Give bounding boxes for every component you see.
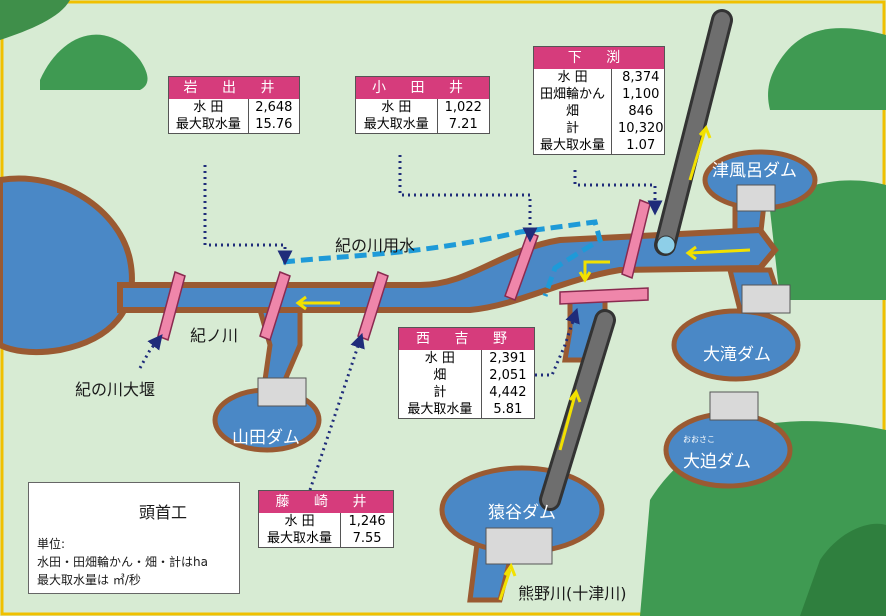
row-value: 15.76 (255, 117, 293, 132)
box-table: 水 田 2,391 畑 2,051 計 4,442 最大取水量 5.81 (399, 350, 534, 418)
info-box-iwadei: 岩 出 井 水 田 2,648 最大取水量 15.76 (168, 76, 300, 134)
row-key: 計 (399, 384, 482, 401)
row-key: 畑 (534, 103, 613, 120)
row-key: 最大取水量 (169, 116, 249, 133)
row-key: 田畑輪かん (534, 86, 613, 103)
dam-label-otaki: 大滝ダム (703, 345, 771, 365)
box-table: 水 田 2,648 最大取水量 15.76 (169, 99, 299, 133)
box-table: 水 田 8,374 田畑輪かん 1,100 畑 846 計 10,320 最大取水量 1.… (534, 69, 670, 154)
dam-label-osako-ruby: おおさこ (683, 435, 715, 444)
row-value: 1,100 (622, 87, 660, 102)
row-key: 最大取水量 (399, 401, 482, 418)
weir-label: 紀の川大堰 (75, 380, 156, 399)
row-value: 8,374 (622, 70, 660, 85)
row-value: 1,022 (444, 100, 482, 115)
info-box-nishiyoshino: 西 吉 野 水 田 2,391 畑 2,051 計 4,442 最大取水量 5.81 (398, 327, 535, 419)
row-key: 水 田 (356, 99, 438, 116)
row-value: 4,442 (489, 385, 527, 400)
row-key: 水 田 (259, 513, 342, 530)
box-title: 小 田 井 (356, 77, 489, 99)
dam-label-tsuburo: 津風呂ダム (712, 161, 797, 181)
row-key: 最大取水量 (356, 116, 438, 133)
legend-headworks-label: 頭首工 (139, 503, 188, 522)
legend-unit-title: 単位: (37, 537, 66, 551)
box-table: 水 田 1,246 最大取水量 7.55 (259, 513, 393, 547)
row-key: 最大取水量 (534, 137, 613, 154)
row-key: 畑 (399, 367, 482, 384)
row-key: 水 田 (534, 69, 613, 86)
river-label: 紀ノ川 (190, 326, 239, 345)
info-box-odai: 小 田 井 水 田 1,022 最大取水量 7.21 (355, 76, 490, 134)
row-value: 7.21 (448, 117, 478, 132)
canal-label: 紀の川用水 (335, 236, 416, 255)
box-title: 下 渕 (534, 47, 664, 69)
row-key: 水 田 (399, 350, 482, 367)
dam-label-sarutani: 猿谷ダム (488, 503, 556, 523)
box-title: 西 吉 野 (399, 328, 534, 350)
row-key: 計 (534, 120, 613, 137)
legend-unit-line1: 水田・田畑輪かん・畑・計はha (37, 555, 208, 569)
dam-label-osako: 大迫ダム (683, 452, 751, 472)
info-box-shimobuchi: 下 渕 水 田 8,374 田畑輪かん 1,100 畑 846 計 10,320 最大取… (533, 46, 665, 155)
legend-unit-line2: 最大取水量は ㎥/秒 (37, 573, 141, 587)
row-value: 1.07 (626, 138, 656, 153)
box-title: 岩 出 井 (169, 77, 299, 99)
row-value: 2,648 (255, 100, 293, 115)
row-key: 水 田 (169, 99, 249, 116)
row-value: 2,391 (489, 351, 527, 366)
box-table: 水 田 1,022 最大取水量 7.21 (356, 99, 489, 133)
dam-label-yamada: 山田ダム (232, 428, 300, 448)
legend: 頭首工 単位: 水田・田畑輪かん・畑・計はha 最大取水量は ㎥/秒 (28, 482, 240, 594)
row-value: 10,320 (618, 121, 664, 136)
row-value: 1,246 (348, 514, 386, 529)
row-value: 846 (628, 104, 654, 119)
box-title: 藤 崎 井 (259, 491, 393, 513)
row-value: 5.81 (493, 402, 523, 417)
row-value: 7.55 (352, 531, 382, 546)
row-value: 2,051 (489, 368, 527, 383)
kumano-river-label: 熊野川(十津川) (518, 584, 627, 603)
row-key: 最大取水量 (259, 530, 342, 547)
info-box-fujisakii: 藤 崎 井 水 田 1,246 最大取水量 7.55 (258, 490, 394, 548)
